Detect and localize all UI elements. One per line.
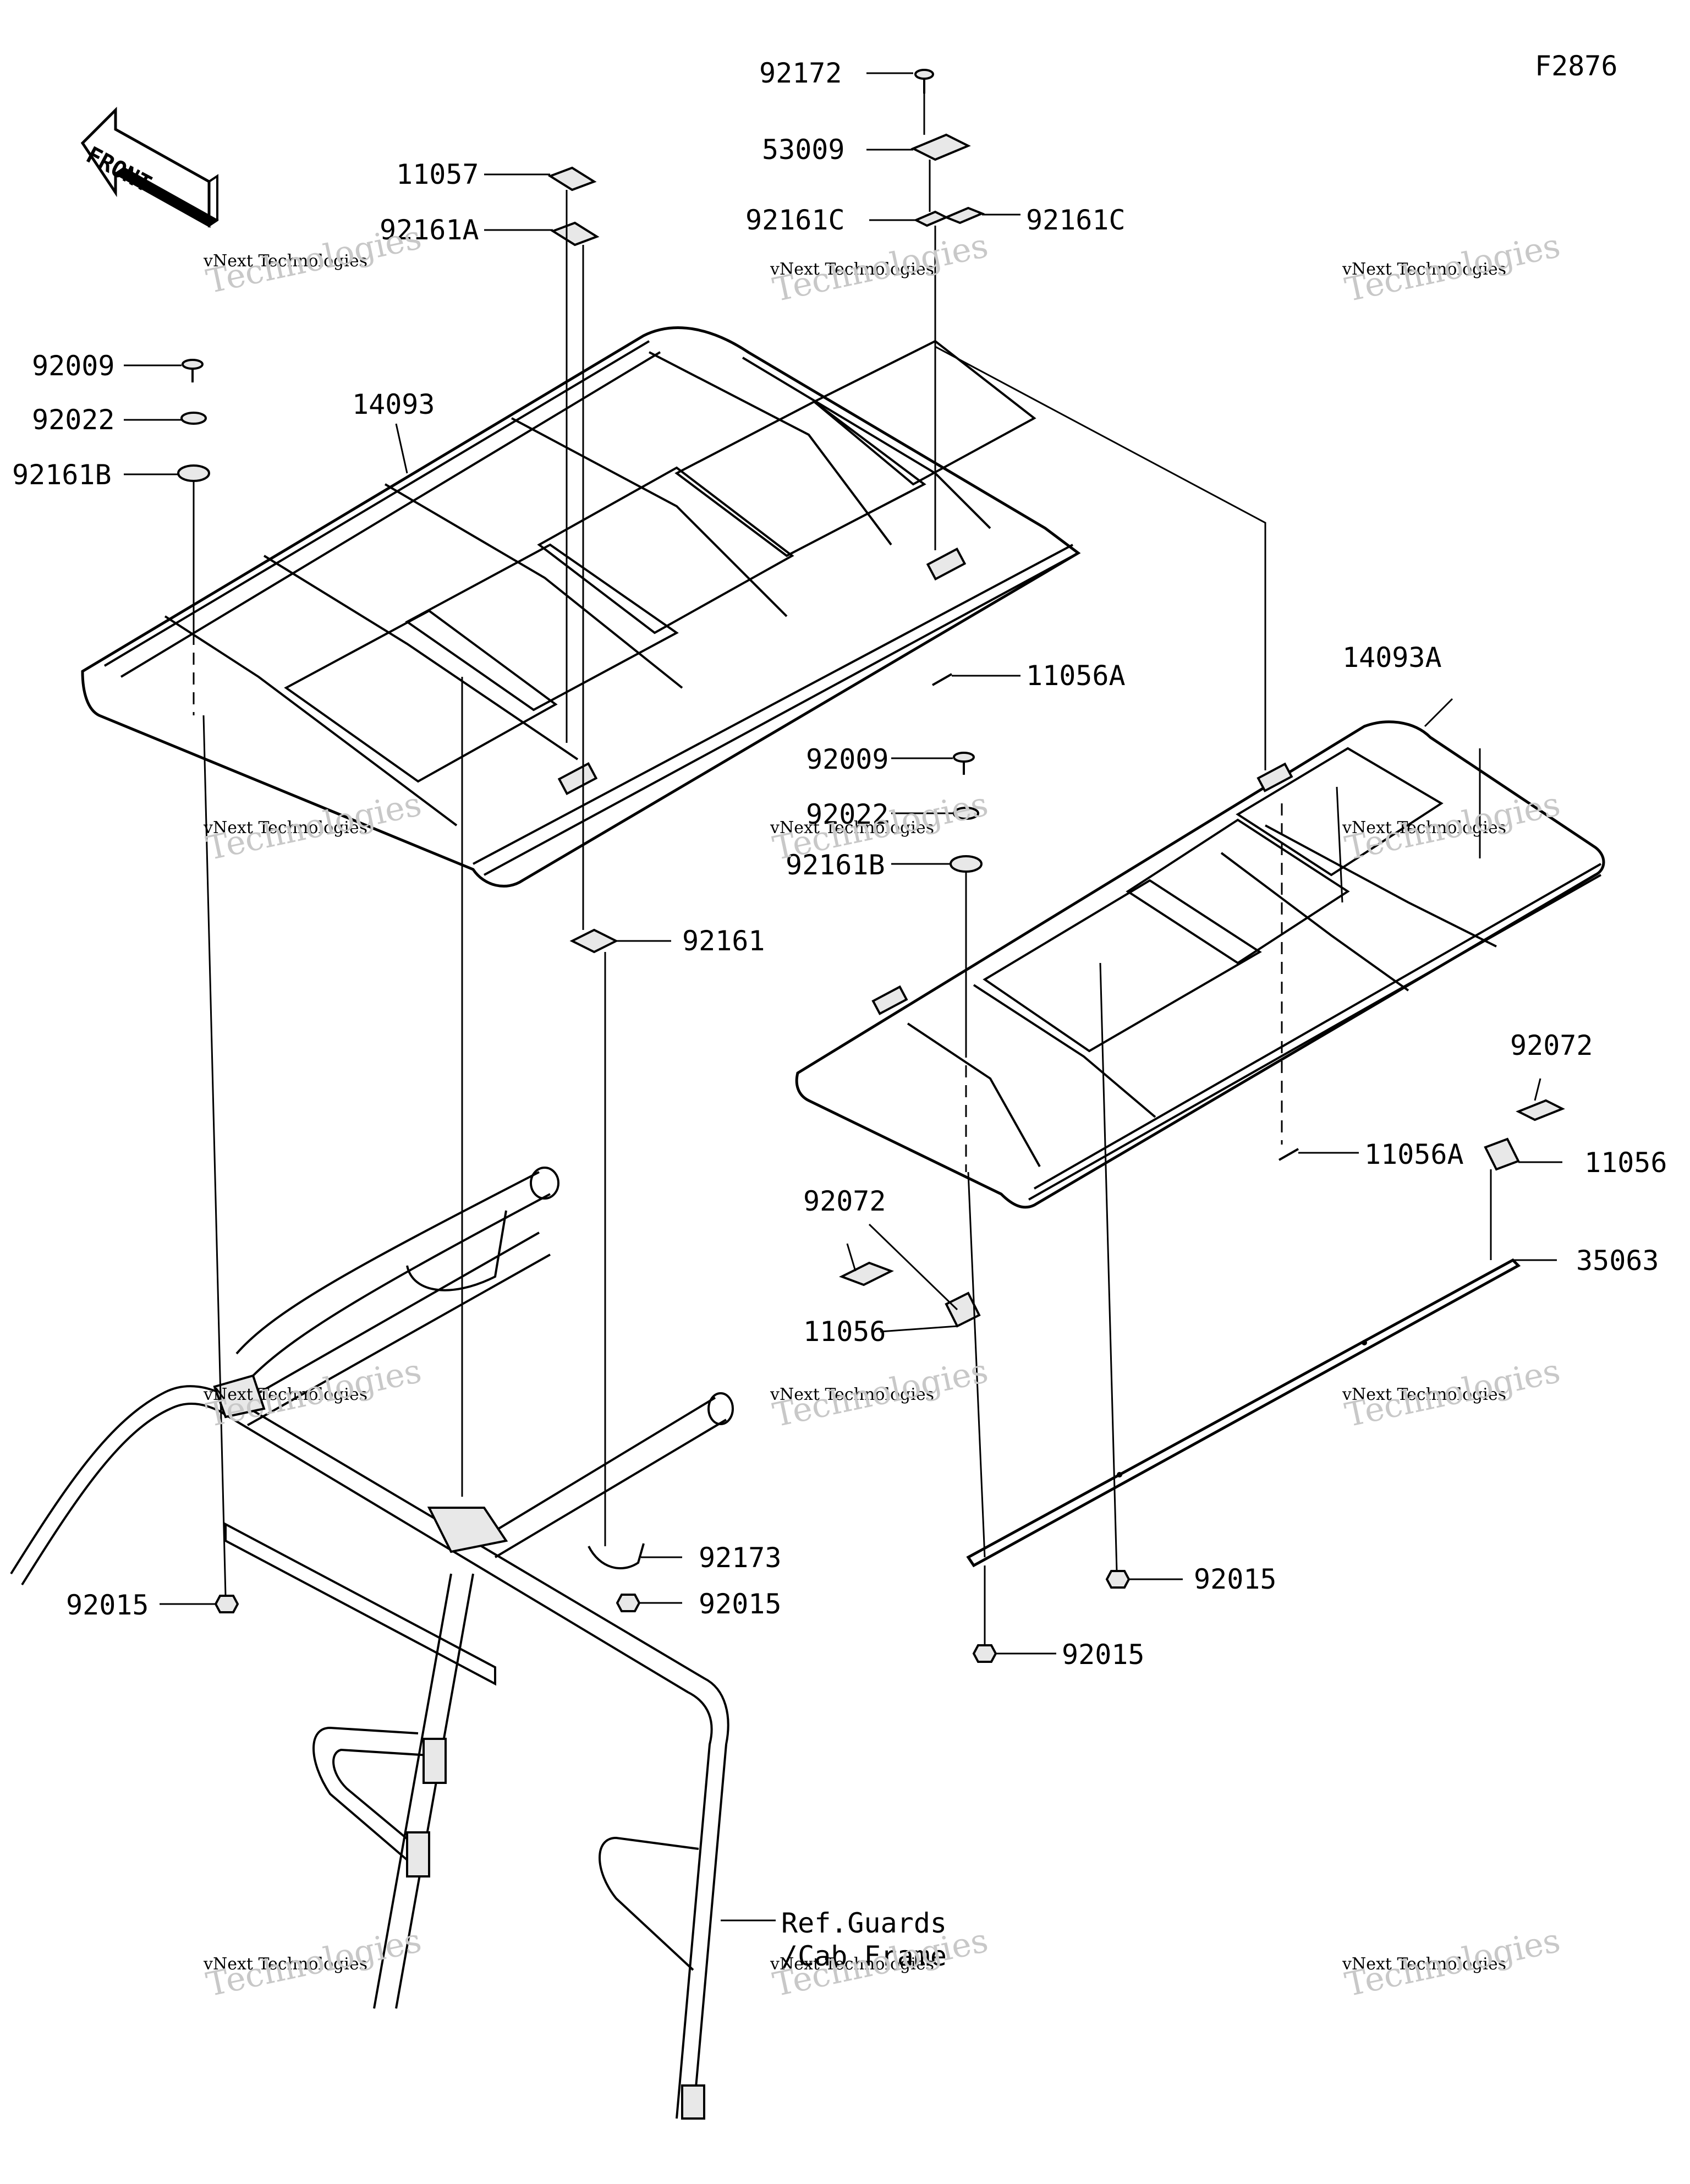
cab-frame xyxy=(10,1167,734,2120)
callout-35063: 35063 xyxy=(1576,1245,1659,1277)
callout-92172: 92172 xyxy=(759,57,842,89)
callout-92161b-mid: 92161B xyxy=(786,849,885,881)
rear-strip xyxy=(966,1258,1521,1568)
callout-92015-right: 92015 xyxy=(1194,1563,1277,1595)
callout-92161c-left: 92161C xyxy=(745,204,845,236)
roof-panel-rear xyxy=(795,720,1605,1209)
callout-11056-right: 11056 xyxy=(1584,1147,1667,1179)
callout-92009-mid: 92009 xyxy=(806,743,889,775)
callout-11056a-top: 11056A xyxy=(1026,660,1126,692)
callout-92161: 92161 xyxy=(682,925,765,957)
callout-92072-right: 92072 xyxy=(1510,1030,1593,1061)
callout-92161b-left: 92161B xyxy=(12,459,112,491)
plate-53009 xyxy=(910,133,971,161)
alignment-lines xyxy=(193,94,1492,1645)
callout-92015-bottom: 92015 xyxy=(1062,1639,1145,1671)
leader-lines xyxy=(124,72,1562,1922)
washer-icon xyxy=(180,412,207,425)
callout-11056a-bottom: 11056A xyxy=(1364,1138,1464,1170)
figure-id: F2876 xyxy=(1535,50,1618,82)
callout-92015-left: 92015 xyxy=(66,1589,149,1621)
pad-92161 xyxy=(569,928,619,954)
callout-53009: 53009 xyxy=(762,134,845,166)
bolt-icon xyxy=(953,752,975,775)
callout-14093a: 14093A xyxy=(1342,642,1442,674)
bolt-icon xyxy=(914,69,934,94)
callout-92161a: 92161A xyxy=(380,214,479,246)
callout-92022-mid: 92022 xyxy=(806,798,889,830)
callout-14093: 14093 xyxy=(352,388,435,420)
callout-92015-mid-left: 92015 xyxy=(699,1588,782,1620)
stay-11057 xyxy=(547,166,597,191)
front-arrow-icon xyxy=(80,106,219,228)
callout-92072-left: 92072 xyxy=(803,1185,886,1217)
callout-92022-left: 92022 xyxy=(32,404,115,436)
bolt-icon xyxy=(182,359,204,382)
callout-11057: 11057 xyxy=(396,158,479,190)
ref-note: Ref.Guards /Cab Frame xyxy=(781,1907,947,1972)
callout-92161c-right: 92161C xyxy=(1026,204,1126,236)
callout-92173: 92173 xyxy=(699,1542,782,1574)
callout-11056-left: 11056 xyxy=(803,1316,886,1348)
callout-92009-left: 92009 xyxy=(32,350,115,382)
